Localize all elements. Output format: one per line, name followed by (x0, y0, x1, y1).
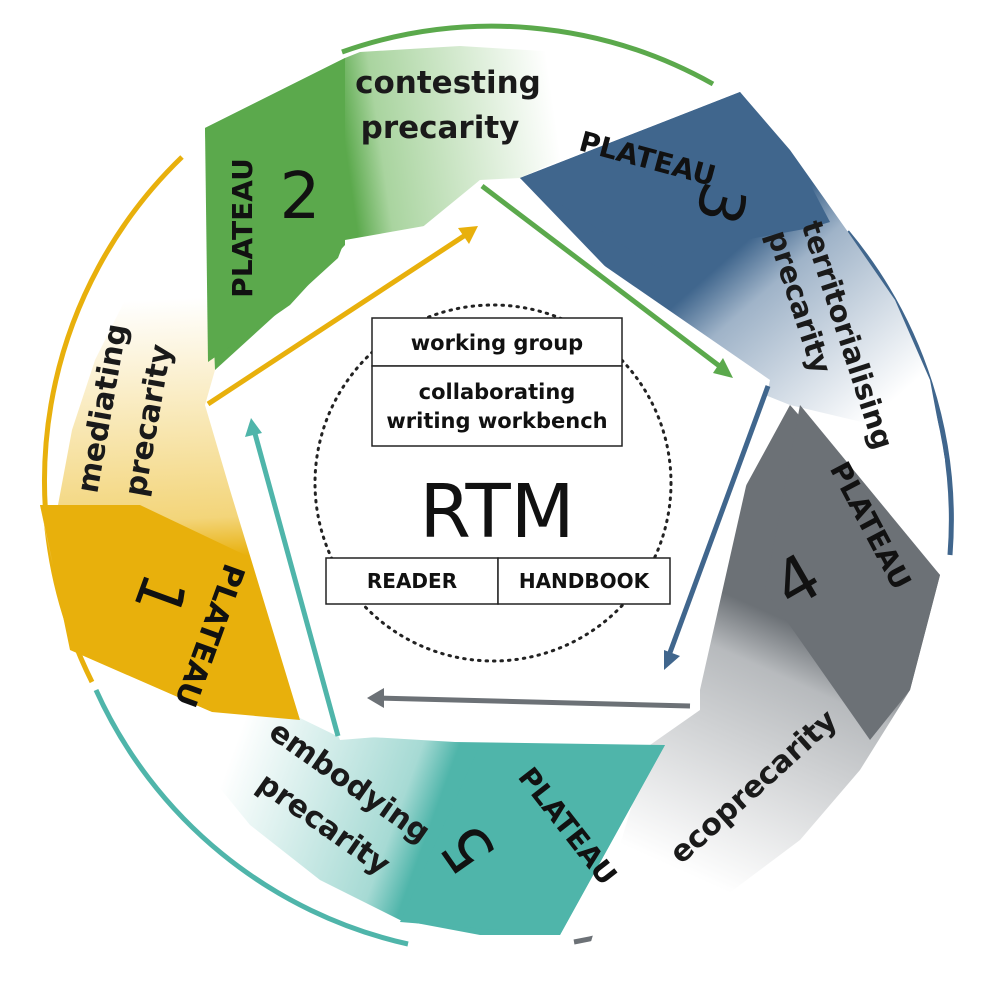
arrow-4-to-5 (367, 688, 691, 709)
reader-box (325, 557, 499, 605)
plateau-2-word: PLATEAU (226, 158, 259, 298)
handbook-box (497, 557, 671, 605)
block-plateau-2 (205, 58, 345, 362)
plateau-2-number: 2 (280, 160, 321, 234)
block-plateau-1 (40, 505, 300, 720)
workbench-label-line1: collaborating (419, 380, 576, 404)
block-plateau-4 (765, 405, 940, 740)
arrow-1-to-2 (206, 226, 478, 407)
working-group-box (371, 317, 623, 367)
arrow-3-to-4 (664, 385, 771, 670)
arrow-2-to-3 (480, 184, 733, 378)
workbench-label-line2: writing workbench (386, 409, 607, 433)
working-group-label: working group (411, 331, 583, 355)
rtm-title: RTM (419, 469, 574, 555)
center-dotted-circle (313, 303, 673, 663)
block-plateau-3 (520, 92, 830, 268)
arrow-5-to-1 (245, 418, 341, 737)
plateau-2-label-line1: contesting (355, 65, 541, 101)
plateau-2-label-line2: precarity (361, 110, 520, 146)
ring-arc-2 (341, 23, 715, 87)
workbench-box (371, 365, 623, 447)
block-plateau-5 (400, 745, 665, 935)
reader-label: READER (367, 569, 457, 593)
handbook-label: HANDBOOK (519, 569, 651, 593)
ring-arc-5 (93, 688, 409, 947)
